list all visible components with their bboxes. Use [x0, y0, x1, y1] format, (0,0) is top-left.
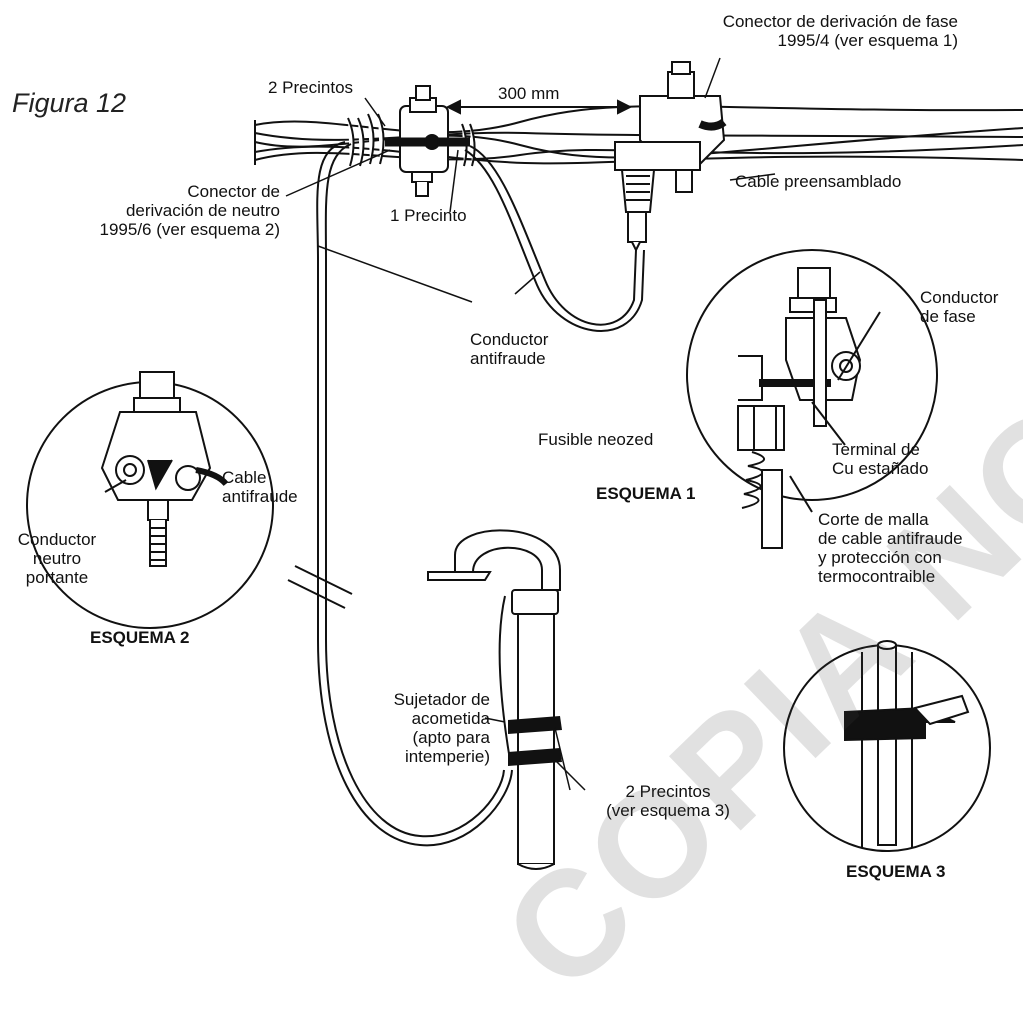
- label-antifraud-cable: Cable antifraude: [222, 468, 298, 506]
- label-phase-conductor: Conductor de fase: [920, 288, 998, 326]
- label-antifraud-conductor: Conductor antifraude: [470, 330, 548, 368]
- leader-lines: [285, 57, 776, 791]
- label-antifraud-cable-line1: Cable: [222, 468, 267, 487]
- label-preassembled-cable: Cable preensamblado: [735, 172, 902, 191]
- scheme-3-detail: [783, 640, 991, 852]
- label-neutral-conductor-line2: neutro: [32, 549, 82, 568]
- neutral-connector-top: [385, 85, 470, 197]
- label-phase-conductor-line2: de fase: [920, 307, 976, 326]
- label-service-clamp-line2: acometida: [411, 709, 490, 728]
- label-neutral-connector-line1: Conector de: [187, 182, 280, 201]
- label-antifraud-line2: antifraude: [470, 349, 546, 368]
- label-phase-connector-line2: 1995/4 (ver esquema 1): [777, 31, 959, 50]
- phase-connector-top: [614, 61, 727, 253]
- label-mesh-cut-line2: de cable antifraude: [818, 529, 963, 548]
- label-mesh-cut-line1: Corte de malla: [818, 510, 929, 529]
- antifraud-conductor: [316, 141, 645, 847]
- label-antifraud-cable-line2: antifraude: [222, 487, 298, 506]
- label-neutral-connector-line3: 1995/6 (ver esquema 2): [99, 220, 281, 239]
- label-phase-connector-line1: Conector de derivación de fase: [722, 12, 958, 31]
- service-pipe: [427, 529, 561, 870]
- break-marks: [287, 565, 353, 609]
- label-phase-conductor-line1: Conductor: [920, 288, 999, 307]
- diagram-canvas: [26, 57, 1023, 870]
- scheme-3-title: ESQUEMA 3: [846, 862, 946, 881]
- label-neutral-conductor: Conductor neutro portante: [2, 530, 112, 587]
- label-two-ties-bottom-line2: (ver esquema 3): [606, 801, 730, 820]
- label-one-tie: 1 Precinto: [390, 206, 467, 225]
- label-neutral-connector-line2: derivación de neutro: [125, 201, 280, 220]
- label-cu-terminal-line2: Cu estañado: [832, 459, 929, 478]
- scheme-2-title: ESQUEMA 2: [90, 628, 190, 647]
- label-phase-connector: Conector de derivación de fase 1995/4 (v…: [560, 12, 958, 50]
- scheme-1-detail: [686, 249, 938, 549]
- cable-ties-top: [347, 113, 476, 167]
- label-antifraud-line1: Conductor: [470, 330, 549, 349]
- label-service-clamp-line1: Sujetador de: [393, 690, 490, 709]
- label-mesh-cut-line4: termocontraible: [818, 567, 936, 586]
- label-cu-terminal-line1: Terminal de: [832, 440, 920, 459]
- label-neutral-conductor-line3: portante: [25, 568, 89, 587]
- dimension-arrow: [445, 99, 633, 115]
- pipe-ties: [508, 716, 562, 766]
- label-mesh-cut: Corte de malla de cable antifraude y pro…: [818, 510, 963, 586]
- label-service-clamp-line3: (apto para: [412, 728, 491, 747]
- label-neutral-conductor-line1: Conductor: [17, 530, 97, 549]
- label-service-clamp-line4: intemperie): [404, 747, 490, 766]
- label-two-ties-bottom: 2 Precintos (ver esquema 3): [588, 782, 748, 820]
- label-neozed-fuse: Fusible neozed: [538, 430, 654, 449]
- scheme-2-detail: [26, 371, 274, 629]
- figure-title: Figura 12: [12, 88, 127, 118]
- label-cu-terminal: Terminal de Cu estañado: [832, 440, 928, 478]
- label-two-ties-bottom-line1: 2 Precintos: [625, 782, 711, 801]
- label-neutral-connector: Conector de derivación de neutro 1995/6 …: [80, 182, 281, 239]
- label-two-ties-top: 2 Precintos: [268, 78, 354, 97]
- label-distance: 300 mm: [498, 84, 560, 103]
- label-mesh-cut-line3: y protección con: [818, 548, 942, 567]
- label-service-clamp: Sujetador de acometida (apto para intemp…: [340, 690, 490, 766]
- scheme-1-title: ESQUEMA 1: [596, 484, 696, 503]
